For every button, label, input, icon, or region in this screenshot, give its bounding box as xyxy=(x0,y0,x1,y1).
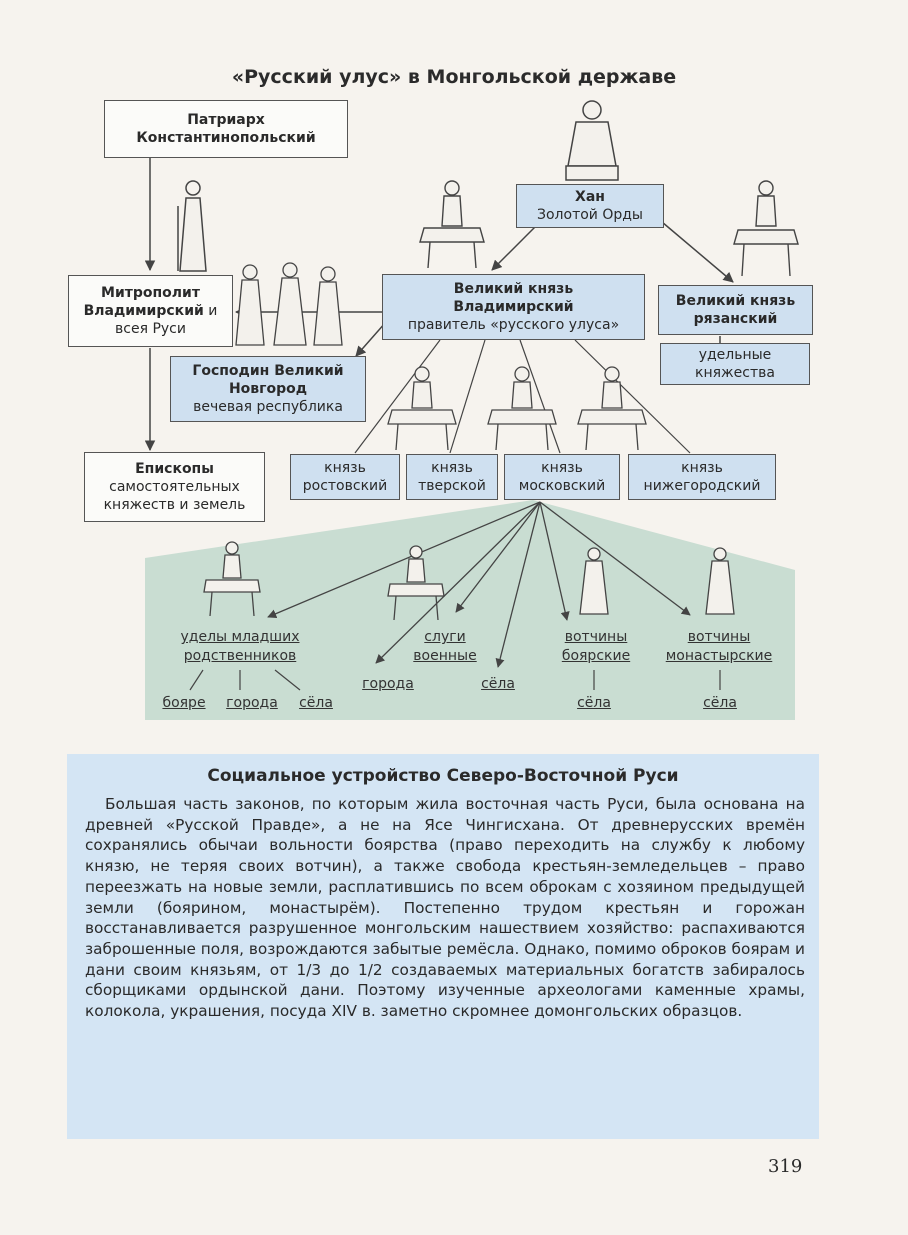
bishops-box: Епископы самостоятельных княжеств и земе… xyxy=(84,452,265,522)
info-text: Большая часть законов, по которым жила в… xyxy=(85,795,805,1021)
label-goroda-1: города xyxy=(226,695,278,711)
page-number: 319 xyxy=(768,1156,803,1177)
boyar-figure-icon xyxy=(579,547,609,615)
lower-field-background xyxy=(145,500,795,720)
diagram-title: «Русский улус» в Монгольской державе xyxy=(231,66,677,88)
horseman-left-icon xyxy=(419,180,485,269)
prince-horsemen-group-icon xyxy=(387,366,647,451)
khan-box: Хан Золотой Орды xyxy=(516,184,664,228)
clergy-group-icon xyxy=(235,262,343,346)
diagram-connectors xyxy=(144,158,795,720)
label-sela-4: сёла xyxy=(703,695,737,711)
info-title: Социальное устройство Северо-Восточной Р… xyxy=(207,766,679,786)
label-slugi: слуги военные xyxy=(413,629,477,664)
grand-prince-box: Великий князь Владимирский правитель «ру… xyxy=(382,274,645,340)
label-sela-3: сёла xyxy=(577,695,611,711)
novgorod-box: Господин Великий Новгород вечевая респуб… xyxy=(170,356,366,422)
metropolitan-box: Митрополит Владимирский и всея Руси xyxy=(68,275,233,347)
ryazan-box: Великий князь рязанский xyxy=(658,285,813,335)
patriarch-box: Патриарх Константинопольский xyxy=(104,100,348,158)
prince-nizhny-box: князь нижегородский xyxy=(628,454,776,500)
patriarch-figure-icon xyxy=(177,180,207,272)
warrior-horseman-icon xyxy=(203,541,261,617)
label-goroda-2: города xyxy=(362,676,414,692)
servant-horseman-icon xyxy=(387,545,445,621)
prince-rostov-box: князь ростовский xyxy=(290,454,400,500)
label-sela-1: сёла xyxy=(299,695,333,711)
label-votchiny-mon: вотчины монастырские xyxy=(665,629,773,664)
monk-figure-icon xyxy=(705,547,735,615)
label-votchiny-boyar: вотчины боярские xyxy=(561,629,631,664)
info-panel: Социальное устройство Северо-Восточной Р… xyxy=(67,754,819,1139)
label-sela-2: сёла xyxy=(481,676,515,692)
khan-figure-icon xyxy=(565,100,619,181)
prince-moscow-box: князь московский xyxy=(504,454,620,500)
appanage-box: удельные княжества xyxy=(660,343,810,385)
prince-tver-box: князь тверской xyxy=(406,454,498,500)
label-boyare: бояре xyxy=(162,695,206,711)
horseman-right-icon xyxy=(733,180,799,277)
label-udely: уделы младших родственников xyxy=(180,629,300,664)
